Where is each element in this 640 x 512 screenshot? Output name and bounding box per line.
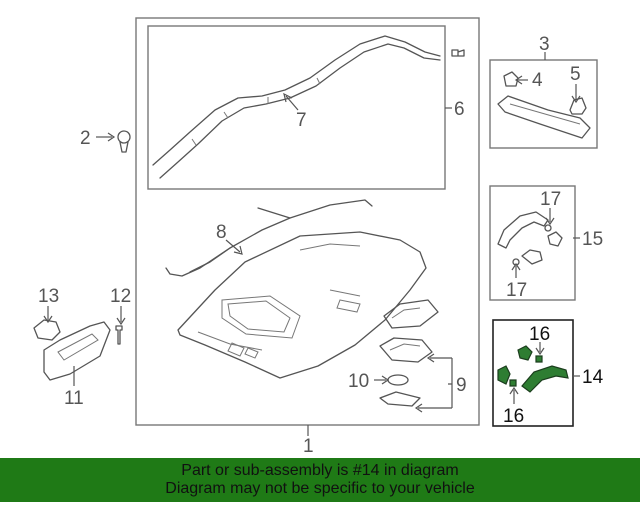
wire-harness-8 [165, 199, 373, 277]
info-banner: Part or sub-assembly is #14 in diagram D… [0, 458, 640, 502]
callout-6: 6 [454, 99, 465, 120]
callout-3: 3 [539, 34, 550, 55]
sun-visor-11 [43, 321, 111, 381]
lamp-assembly-9 [379, 299, 439, 407]
grip-handle-14-highlighted [497, 345, 569, 393]
clip-icon [451, 49, 465, 57]
callout-17-top: 17 [540, 189, 561, 210]
highlight-box-14 [492, 319, 574, 427]
clip-4 [503, 71, 519, 87]
callout-16-top: 16 [529, 324, 550, 345]
banner-line-1: Part or sub-assembly is #14 in diagram [181, 462, 459, 479]
callout-8: 8 [216, 222, 227, 243]
lens-10 [387, 374, 409, 386]
sub-assembly-box-15 [489, 185, 576, 301]
banner-line-2: Diagram may not be specific to your vehi… [165, 480, 475, 497]
rail-trim-3 [497, 95, 591, 139]
clip-2 [117, 130, 131, 153]
holder-13 [33, 319, 61, 341]
rail-cable-7 [152, 35, 441, 179]
callout-12: 12 [110, 286, 131, 307]
headliner-panel [177, 231, 427, 379]
callout-11: 11 [64, 388, 84, 409]
callout-2: 2 [80, 128, 91, 149]
bracket-5 [569, 97, 587, 115]
callout-15: 15 [582, 229, 603, 250]
callout-5: 5 [570, 64, 581, 85]
callout-7: 7 [296, 110, 307, 131]
callout-14: 14 [582, 367, 604, 388]
leader-lines [43, 52, 581, 436]
grip-handle-15 [497, 211, 563, 266]
callout-9: 9 [456, 375, 467, 396]
sub-assembly-box-3 [489, 59, 598, 149]
callout-1: 1 [303, 436, 314, 457]
callout-17-bottom: 17 [506, 280, 527, 301]
screw-12 [115, 325, 123, 345]
callout-16-bottom: 16 [503, 406, 524, 427]
callout-10: 10 [348, 371, 369, 392]
callout-4: 4 [532, 70, 543, 91]
callout-13: 13 [38, 286, 59, 307]
